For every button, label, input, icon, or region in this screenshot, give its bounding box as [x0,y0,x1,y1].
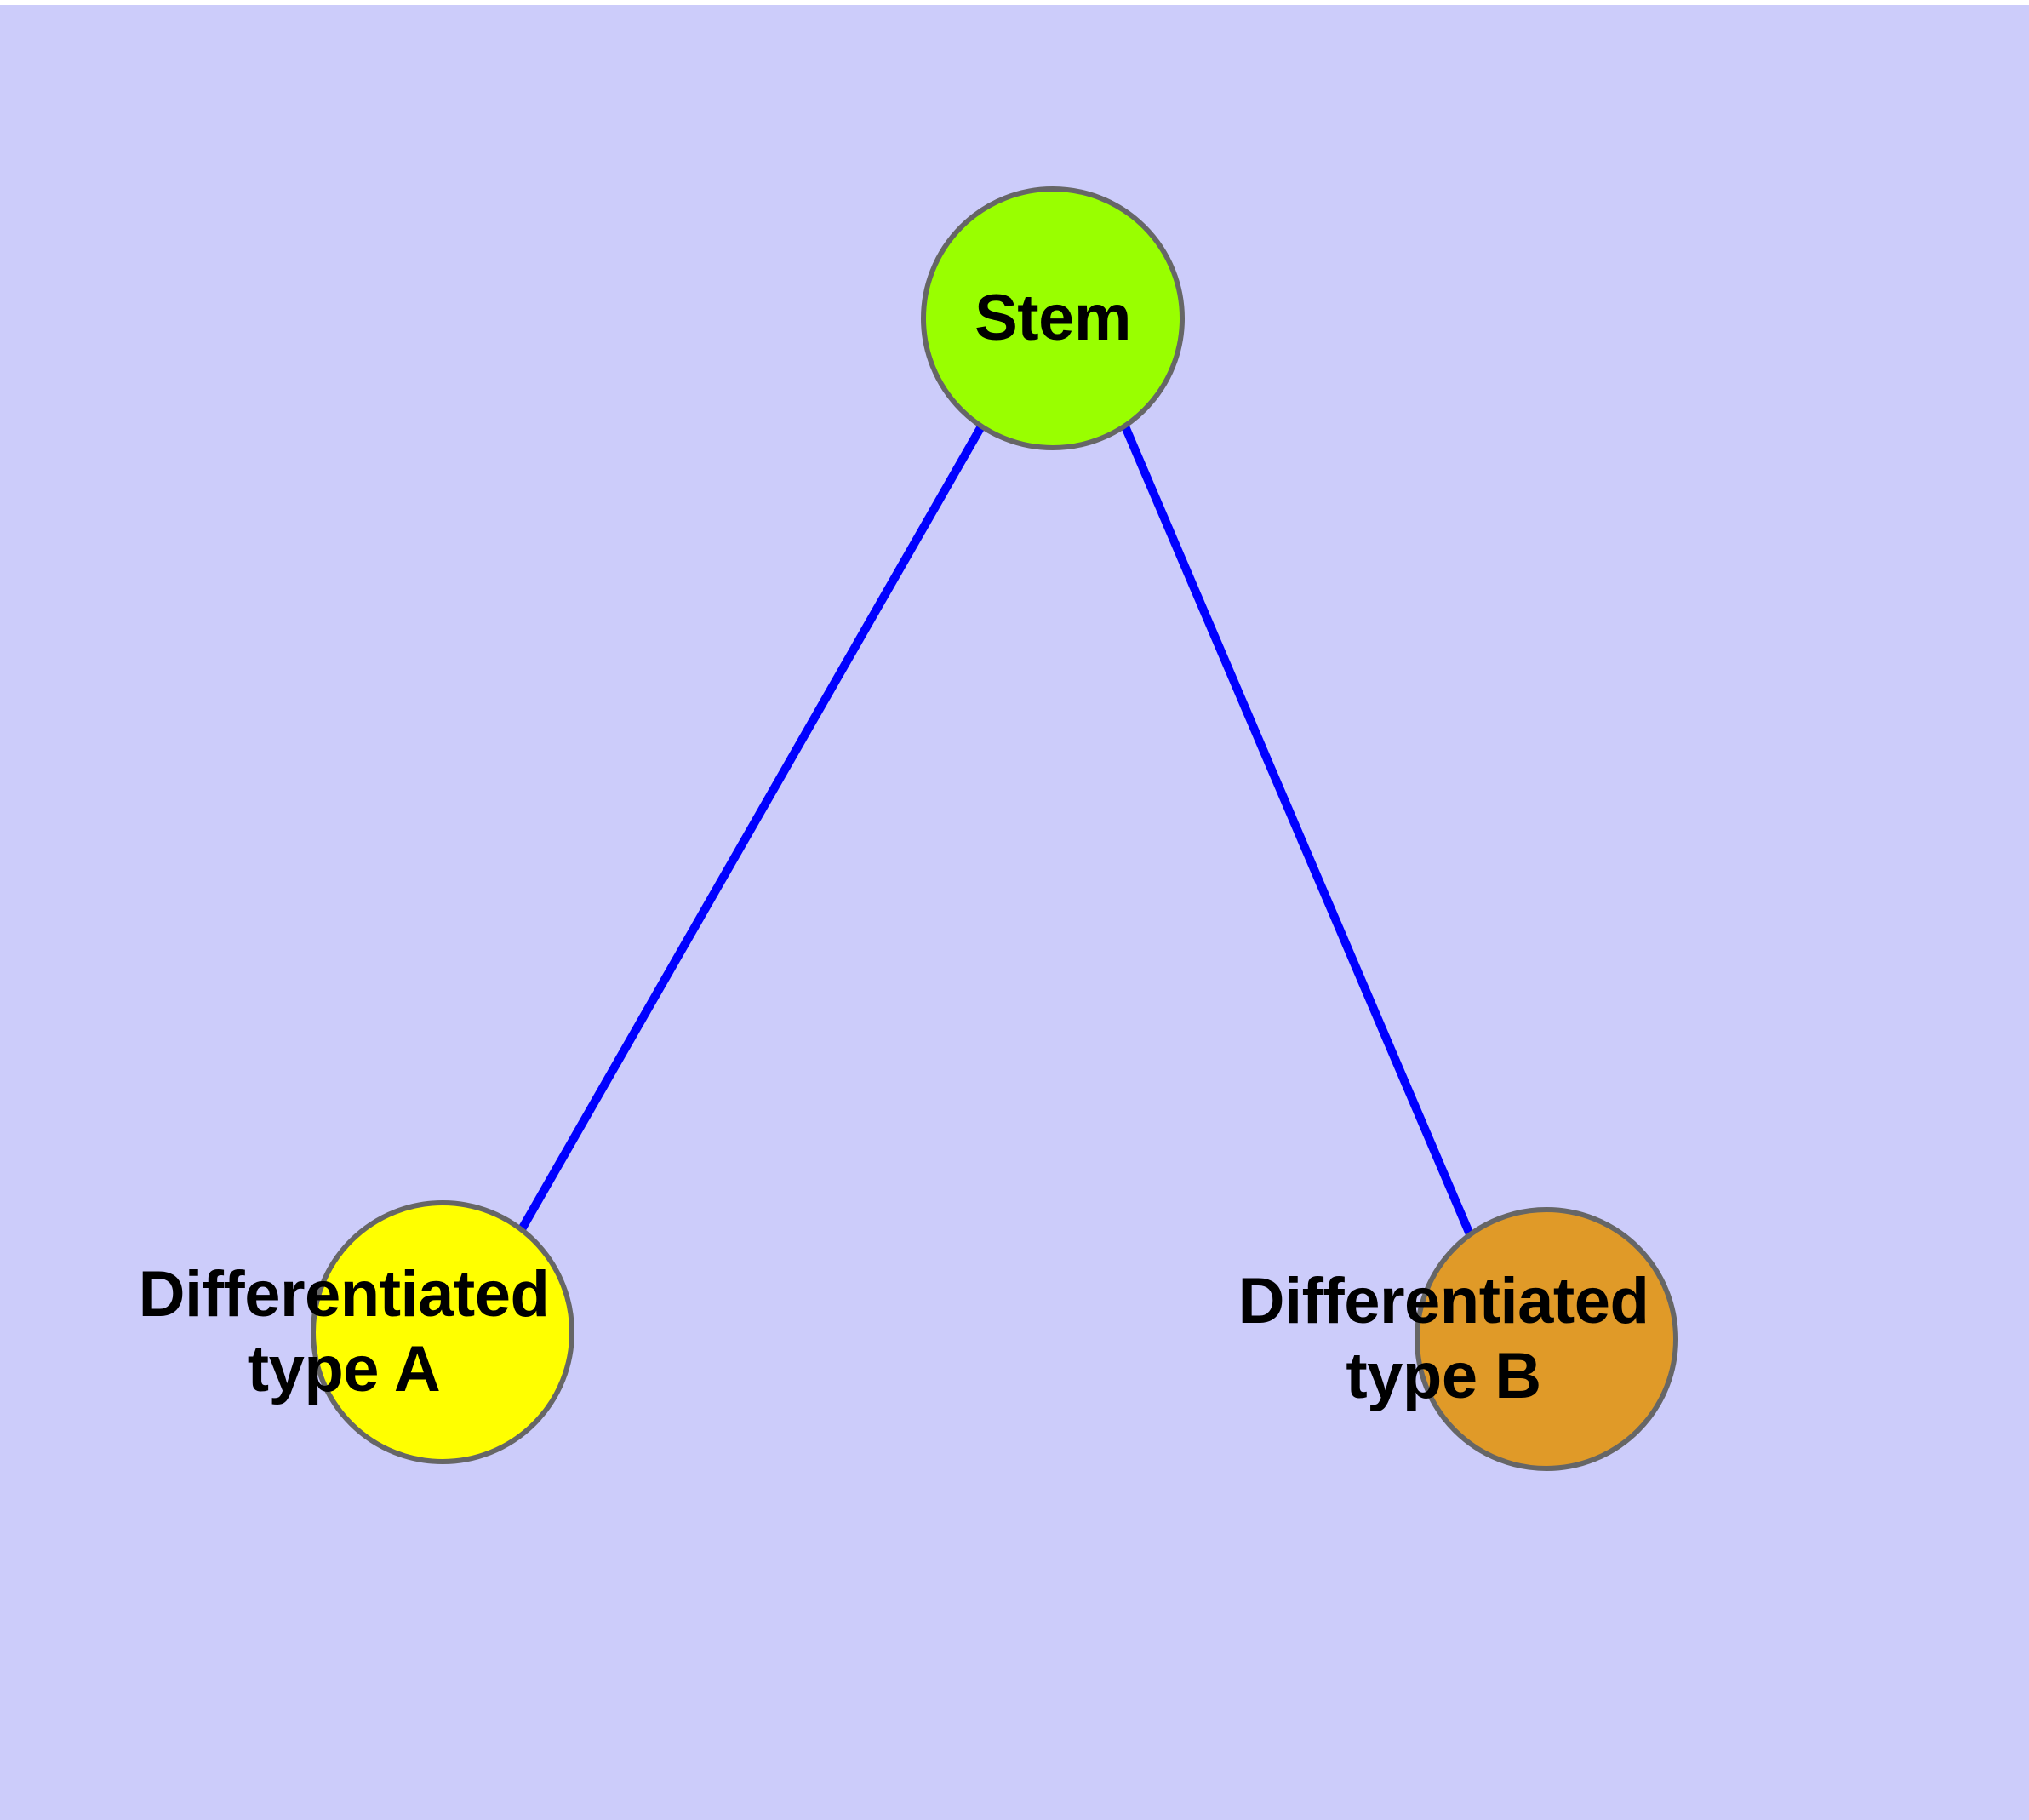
graph-edge-stem-diff_a [517,424,986,1232]
nodes-group [311,186,1678,1471]
graph-svg [311,186,1678,1471]
edges-group [517,424,1474,1236]
graph-node-diff_a[interactable] [311,1200,574,1464]
graph-node-stem[interactable] [921,186,1185,450]
graph-edge-stem-diff_b [1121,425,1474,1236]
graph-node-diff_b[interactable] [1415,1207,1678,1471]
